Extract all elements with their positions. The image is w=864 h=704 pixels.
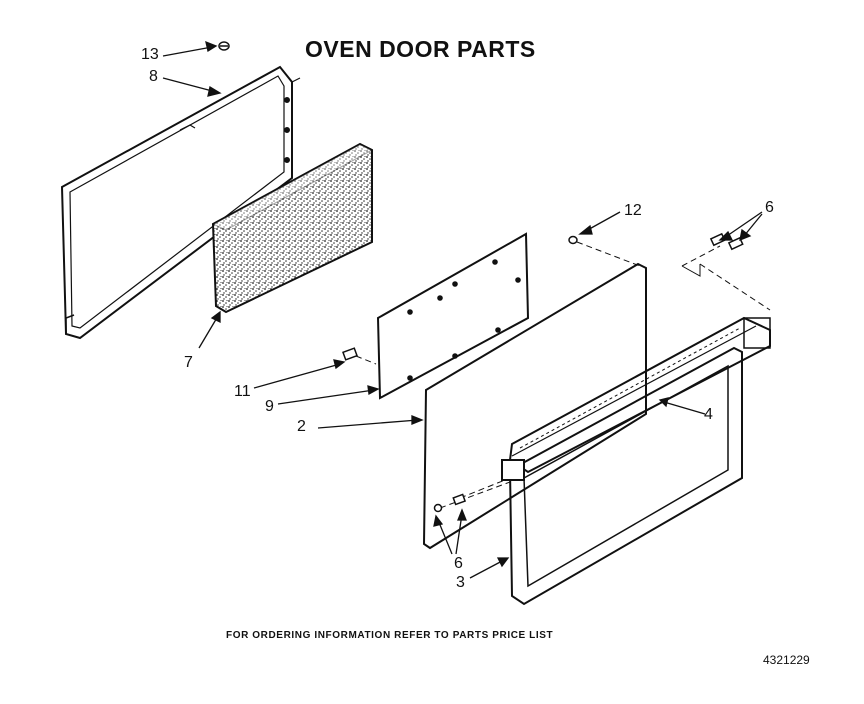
ordering-info-note: FOR ORDERING INFORMATION REFER TO PARTS … <box>226 630 554 641</box>
diagram-title: OVEN DOOR PARTS <box>305 36 536 62</box>
door-panel-part <box>376 232 530 400</box>
alignment-dashes <box>355 241 771 509</box>
outer-door-frame-part <box>501 346 743 606</box>
callout-7: 7 <box>184 354 193 371</box>
screws-6-top-part <box>709 232 744 251</box>
screw-13-part <box>218 41 230 51</box>
callout-6-top: 6 <box>765 199 774 216</box>
screw-12-part <box>568 235 578 245</box>
screws-6-bottom-part <box>433 493 467 513</box>
callout-6-bottom: 6 <box>454 555 463 572</box>
callout-3: 3 <box>456 574 465 591</box>
callout-leaders <box>162 40 763 579</box>
callout-2: 2 <box>297 418 306 435</box>
callout-12: 12 <box>624 202 642 219</box>
callout-8: 8 <box>149 68 158 85</box>
document-number: 4321229 <box>763 653 810 667</box>
insulation-part <box>211 142 374 314</box>
inner-door-liner-part <box>60 65 301 340</box>
callout-9: 9 <box>265 398 274 415</box>
callout-13: 13 <box>141 46 159 63</box>
callout-11: 11 <box>234 383 251 400</box>
callout-4: 4 <box>704 406 713 423</box>
glass-panel-part <box>422 262 647 550</box>
clip-11-part <box>342 347 358 361</box>
